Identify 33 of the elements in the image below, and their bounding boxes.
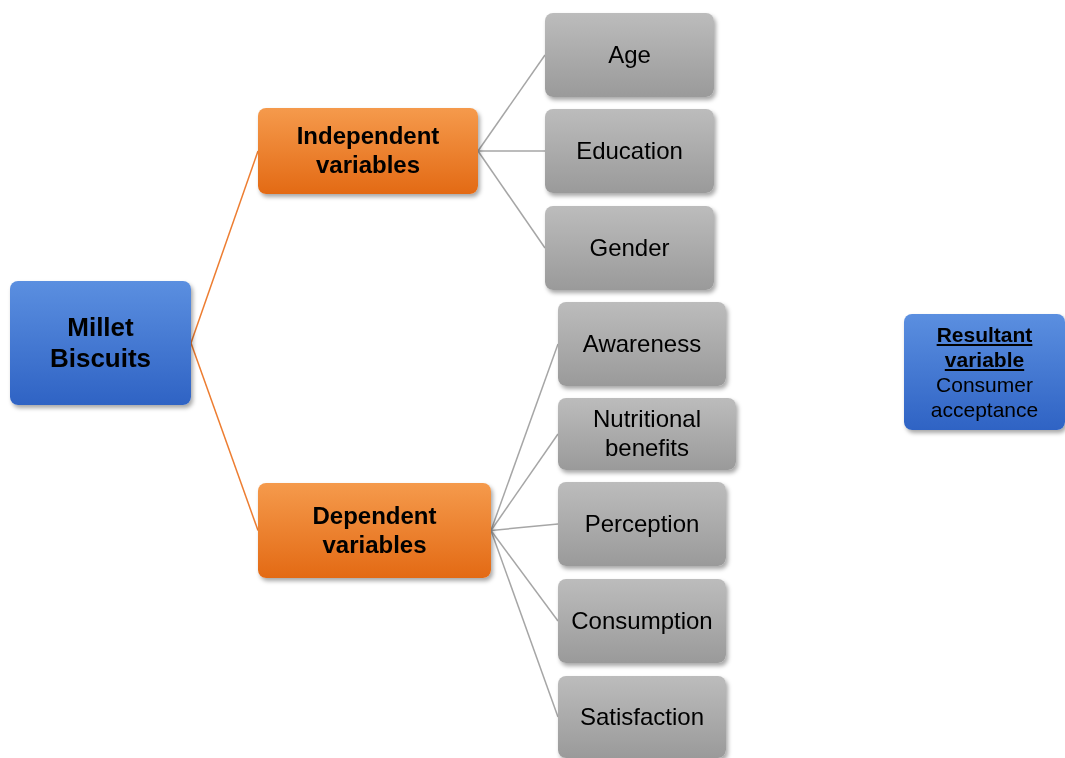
variable-box — [558, 302, 726, 386]
node-label: Education — [576, 136, 683, 166]
variable-box — [558, 579, 726, 663]
node-label: Dependent variables — [311, 501, 438, 560]
connector-line — [477, 150, 546, 152]
node-label: Independent variables — [295, 122, 441, 180]
node-label: Consumption — [571, 606, 713, 636]
connector-line — [490, 433, 559, 532]
variable-box — [558, 676, 726, 758]
variable-box — [558, 398, 736, 470]
variable-box — [558, 482, 726, 566]
node-label: Satisfaction — [579, 702, 705, 732]
connector-line — [190, 342, 259, 532]
result-box — [904, 314, 1065, 430]
node-label: Gender — [589, 233, 670, 263]
connector-line — [477, 54, 546, 152]
variable-box — [545, 109, 714, 193]
body-text: Consumer acceptance — [929, 372, 1040, 423]
node-label: Nutritional benefits — [591, 405, 702, 463]
connector-line — [490, 523, 559, 532]
category-box — [258, 483, 491, 578]
connector-line — [490, 529, 559, 622]
main-topic-box — [10, 281, 191, 405]
variable-box — [545, 13, 714, 97]
node-label: Millet Biscuits — [48, 311, 153, 375]
connector-line — [190, 150, 259, 344]
category-box — [258, 108, 478, 194]
connector-line — [477, 150, 546, 249]
variable-box — [545, 206, 714, 290]
heading-text: Resultant variable — [935, 321, 1034, 372]
node-label: Awareness — [582, 329, 702, 359]
node-label: Perception — [584, 509, 700, 539]
node-label: Age — [608, 40, 651, 70]
